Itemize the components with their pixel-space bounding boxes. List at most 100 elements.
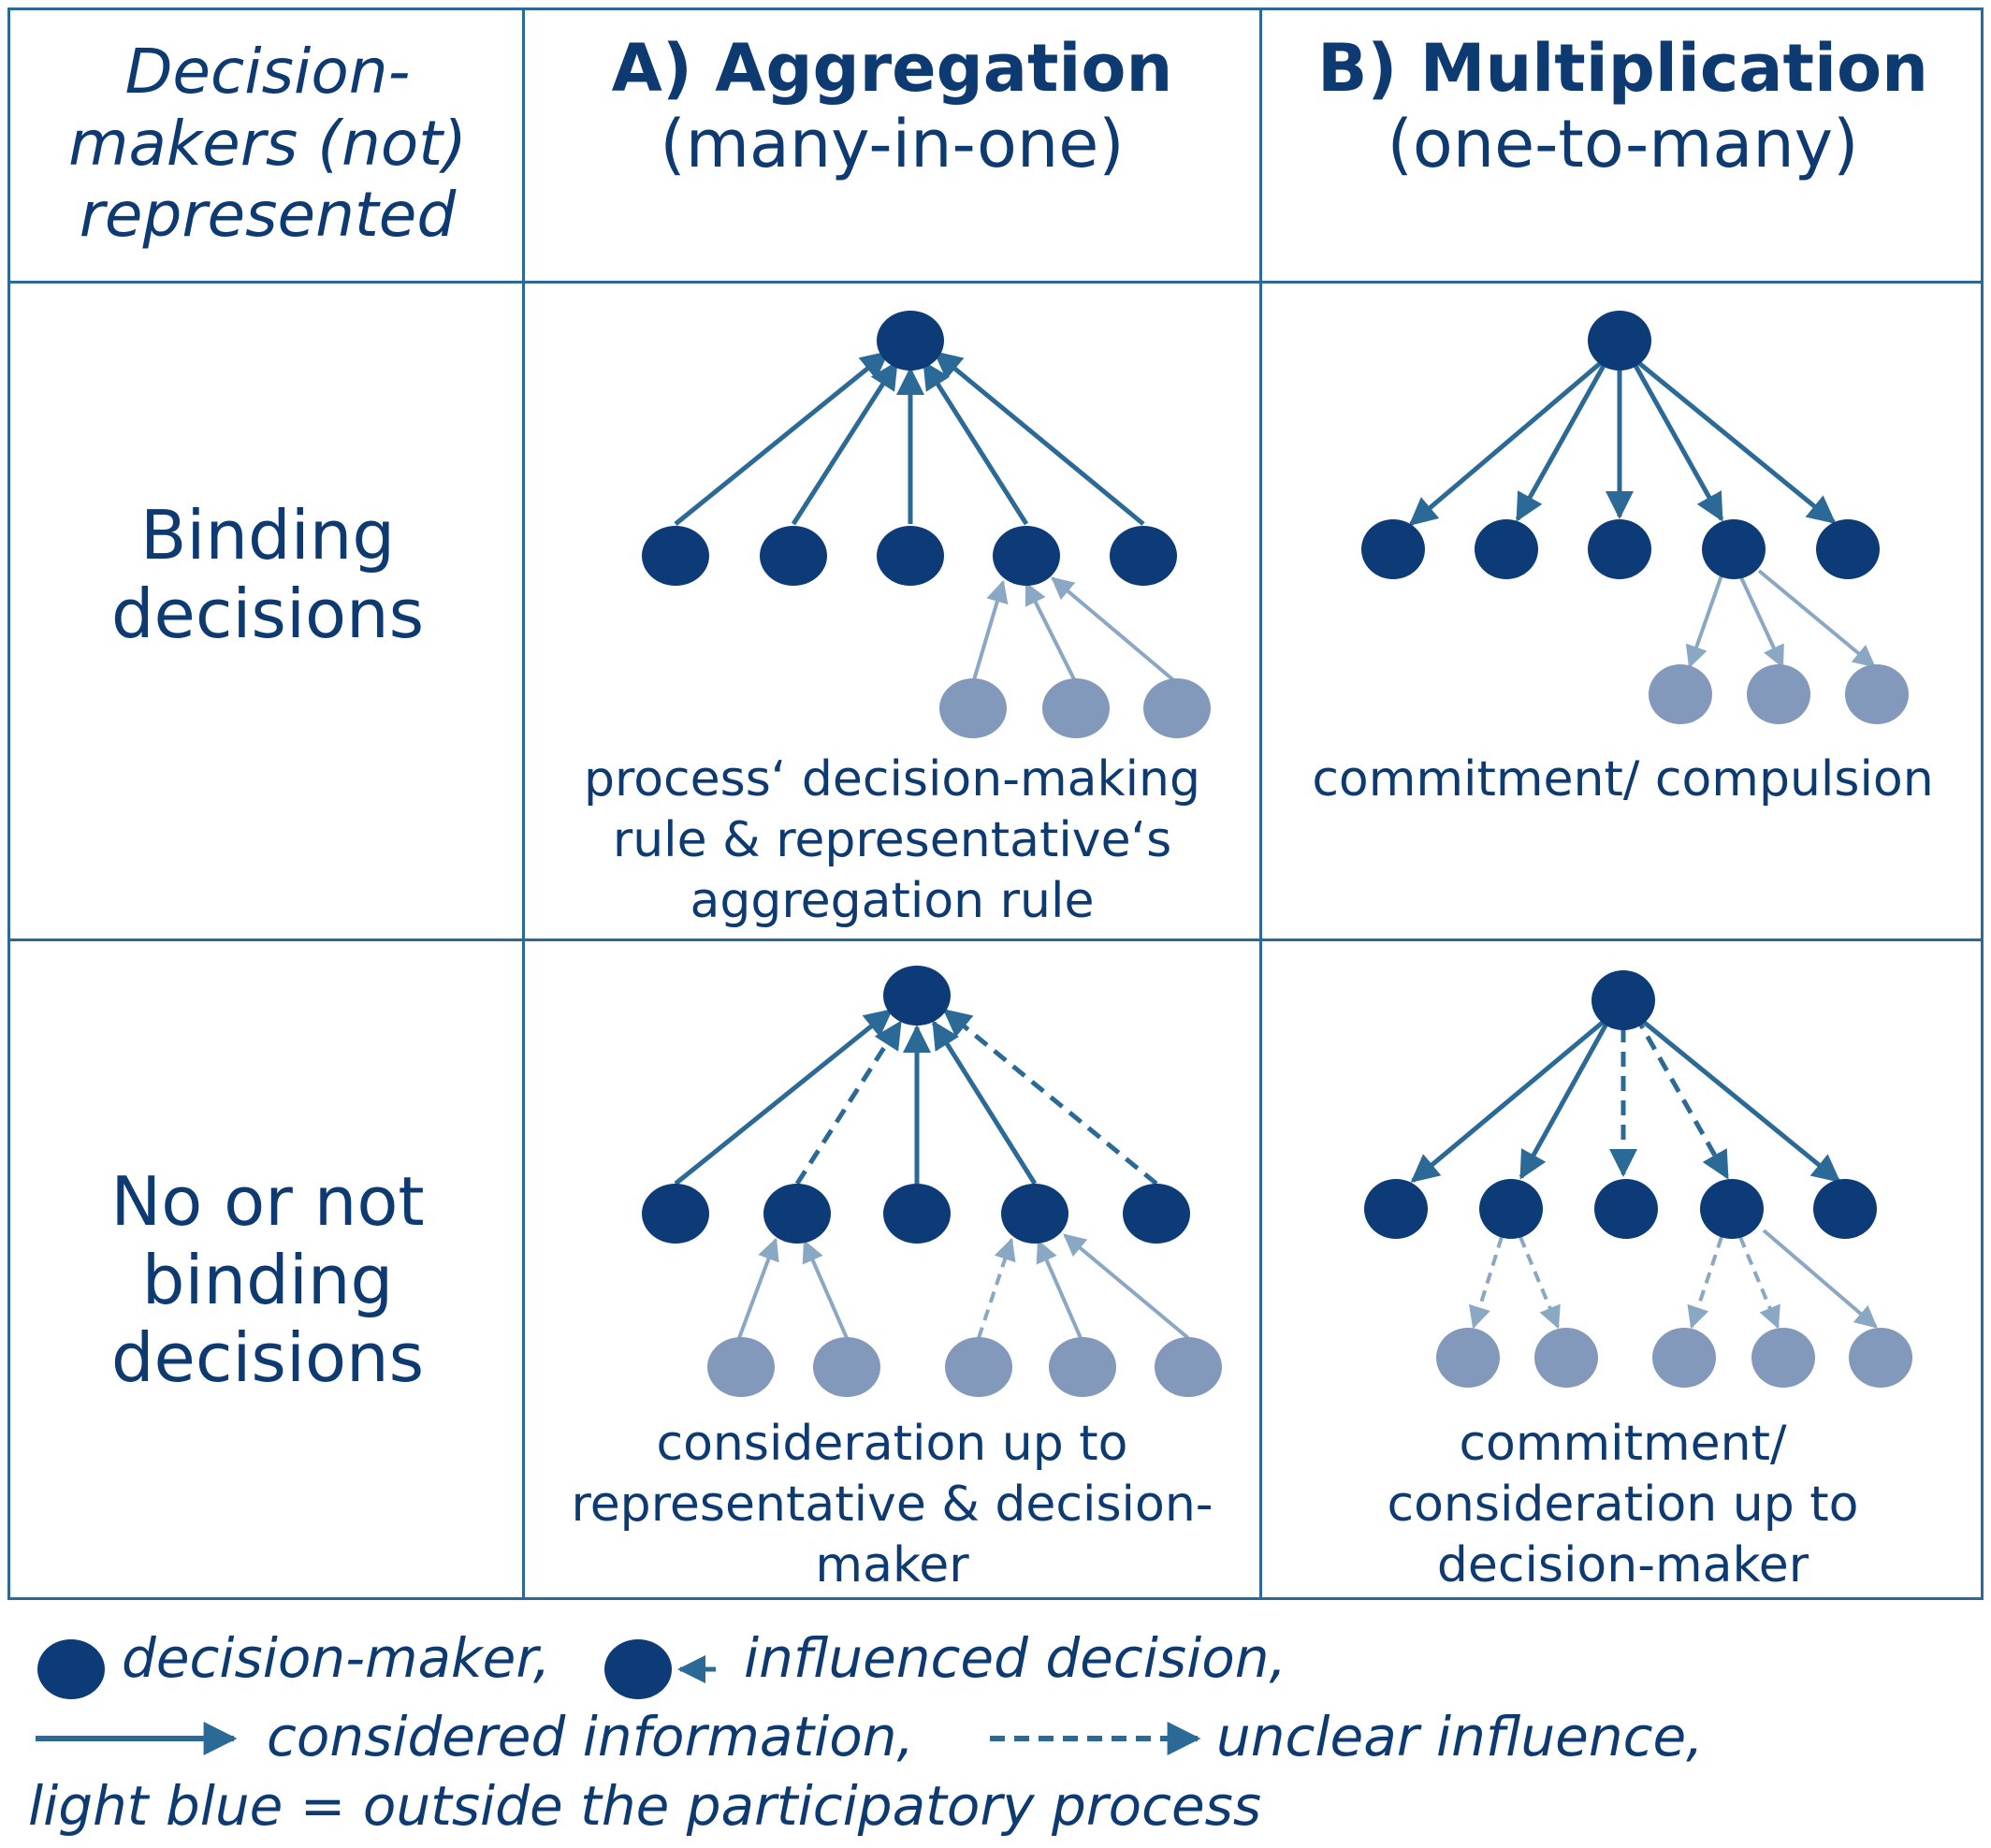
caption-line: decision-maker [1436, 1537, 1809, 1593]
column-header-aggregation: A) Aggregation (many-in-one) [525, 30, 1259, 183]
decision-maker-node [1110, 526, 1177, 586]
arrow-considered [791, 360, 899, 526]
decision-maker-node [877, 311, 944, 371]
decision-maker-node [1588, 311, 1651, 371]
decision-maker-node [1700, 1179, 1764, 1239]
arrow-outside [1051, 576, 1179, 685]
legend-influenced-decision-icon [604, 1639, 672, 1699]
arrow-considered [1627, 354, 1724, 522]
row-header-line: decisions [110, 574, 425, 653]
legend-symbols [36, 1639, 1201, 1755]
arrow-considered [674, 351, 890, 526]
outside-node [945, 1337, 1012, 1397]
corner-header-line: Decision- [124, 36, 411, 108]
outside-node [1845, 664, 1909, 724]
decision-maker-node [763, 1184, 831, 1244]
caption-line: commitment/ compulsion [1312, 751, 1934, 808]
caption-line: process‘ decision-making [583, 751, 1201, 808]
arrow-outside [737, 1237, 779, 1339]
column-subtitle-aggregation: (many-in-one) [660, 106, 1125, 183]
arrow-outside [802, 1239, 849, 1339]
legend-light-blue-note: light blue = outside the participatory p… [28, 1774, 1262, 1838]
grid-divider-vertical-1 [522, 10, 525, 1597]
aggregation-binding-diagram [642, 311, 1211, 738]
multiplication-binding-diagram [1361, 311, 1909, 724]
grid-divider-vertical-2 [1259, 10, 1262, 1597]
multiplication-not-binding-diagram [1364, 970, 1912, 1388]
arrow-unclear-outside [1468, 1236, 1504, 1330]
arrow-considered [1408, 354, 1611, 526]
outside-node [1747, 664, 1810, 724]
outside-node [1849, 1328, 1912, 1388]
decision-maker-node [1479, 1179, 1543, 1239]
arrow-unclear [794, 1020, 903, 1186]
decision-maker-node [760, 526, 827, 586]
row-header-line: binding [141, 1240, 394, 1319]
arrow-considered [1628, 354, 1837, 524]
outside-node [1652, 1328, 1716, 1388]
outside-node [1049, 1337, 1116, 1397]
outside-node [1436, 1328, 1500, 1388]
decision-maker-node [877, 526, 944, 586]
caption-line: consideration up to [656, 1416, 1128, 1472]
grid-divider-horizontal-1 [10, 281, 1981, 284]
outside-node [939, 678, 1007, 738]
legend-decision-maker: decision-maker, [122, 1626, 551, 1690]
arrow-considered [931, 1020, 1038, 1186]
arrow-considered [933, 351, 1145, 526]
column-title-multiplication: B) Multiplication [1317, 30, 1928, 107]
outside-node [1143, 678, 1211, 738]
decision-maker-node [883, 966, 951, 1026]
arrow-unclear [942, 1009, 1158, 1186]
legend-considered-information: considered information, [267, 1705, 914, 1768]
arrow-unclear [1633, 1013, 1730, 1180]
arrow-unclear-outside [1738, 1236, 1780, 1330]
caption-line: rule & representative‘s [612, 812, 1172, 868]
outside-node [707, 1337, 775, 1397]
decision-maker-node [1594, 1179, 1658, 1239]
caption-aggregation-not-binding: consideration up to representative & dec… [525, 1414, 1259, 1596]
decision-maker-node [1816, 519, 1880, 579]
caption-line: consideration up to [1387, 1477, 1859, 1533]
column-subtitle-multiplication: (one-to-many) [1387, 106, 1859, 183]
row-header-line: decisions [110, 1318, 425, 1398]
decision-maker-node [642, 1184, 709, 1244]
column-header-multiplication: B) Multiplication (one-to-many) [1262, 30, 1984, 183]
decision-maker-node [1475, 519, 1538, 579]
arrow-considered [674, 1009, 894, 1186]
decision-maker-node [883, 1184, 951, 1244]
legend-decision-maker-icon [37, 1639, 105, 1699]
arrow-outside [971, 579, 1009, 684]
grid-divider-horizontal-2 [10, 939, 1981, 941]
decision-maker-node [1588, 519, 1651, 579]
legend-unclear-influence: unclear influence, [1216, 1705, 1704, 1768]
outside-node [1534, 1328, 1598, 1388]
legend: decision-maker, influenced decision, con… [28, 1617, 1955, 1841]
column-title-aggregation: A) Aggregation [611, 30, 1173, 107]
outside-node [1042, 678, 1110, 738]
arrow-considered [922, 360, 1029, 526]
arrow-unclear-outside [1519, 1236, 1561, 1330]
decision-maker-node [1361, 519, 1425, 579]
caption-line: aggregation rule [690, 873, 1095, 929]
arrow-considered [1515, 354, 1612, 522]
row-header-line: Binding [139, 496, 396, 575]
corner-header: Decision- makers (not) represented [10, 36, 525, 252]
caption-multiplication-not-binding: commitment/ consideration up to decision… [1262, 1414, 1984, 1596]
decision-maker-node [1001, 1184, 1068, 1244]
corner-header-line: makers (not) [68, 107, 467, 180]
arrow-considered [1410, 1013, 1613, 1183]
caption-aggregation-binding: process‘ decision-making rule & represen… [525, 749, 1259, 932]
arrow-outside [1738, 575, 1784, 669]
arrow-outside [1063, 1233, 1190, 1340]
row-header-line: No or not [110, 1162, 425, 1241]
outside-node [813, 1337, 880, 1397]
caption-line: representative & decision- [571, 1477, 1213, 1533]
arrow-outside [1025, 581, 1078, 684]
outside-node [1155, 1337, 1222, 1397]
outside-node [1751, 1328, 1815, 1388]
arrow-unclear-outside [1687, 1236, 1723, 1330]
decision-maker-node [1702, 519, 1766, 579]
row-header-binding: Binding decisions [10, 496, 525, 653]
